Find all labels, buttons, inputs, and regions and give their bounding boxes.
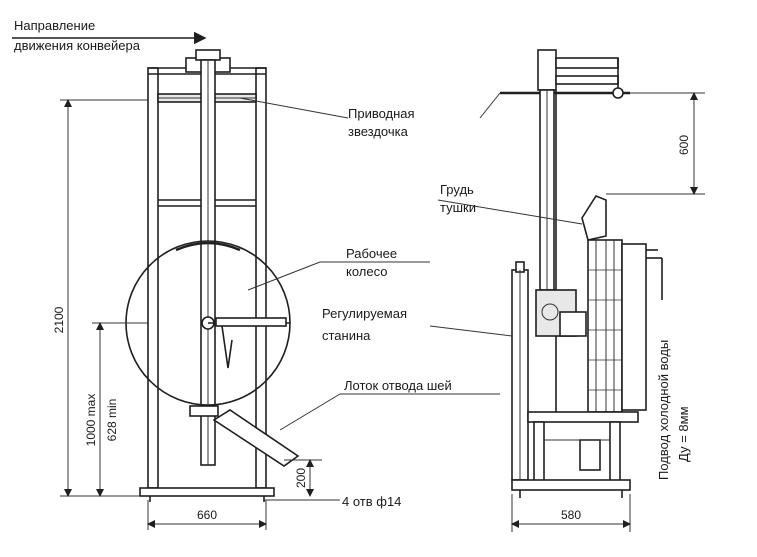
work-wheel-front: [125, 240, 291, 406]
label-holes: 4 отв ф14: [342, 494, 401, 509]
dim-side-width: 580: [561, 508, 581, 522]
carcass-breast: [581, 195, 607, 241]
side-view: 600 580 Грудь тушки Подвод холодной воды…: [429, 49, 705, 532]
side-base: [511, 479, 631, 498]
work-wheel-side: [587, 239, 658, 413]
side-leaders: [429, 92, 583, 337]
label-carcass-breast-1: Грудь: [440, 182, 474, 197]
label-conveyor-direction-1: Направление: [14, 18, 95, 33]
label-adjustable-frame-1: Регулируемая: [322, 306, 407, 321]
dimension-total-height: 2100: [52, 99, 148, 497]
label-carcass-breast-2: тушки: [440, 200, 476, 215]
dim-sprocket-offset: 600: [677, 135, 691, 155]
label-cold-water-1: Подвод холодной воды: [656, 340, 671, 480]
dim-tray-height: 200: [294, 468, 308, 488]
adjustable-frame-side: [511, 261, 529, 481]
label-drive-sprocket-2: звездочка: [348, 124, 409, 139]
label-neck-tray: Лоток отвода шей: [344, 378, 452, 393]
gearbox-side: [535, 289, 587, 337]
dim-front-width: 660: [197, 508, 217, 522]
label-drive-sprocket-1: Приводная: [348, 106, 415, 121]
dim-min-height: 628 min: [105, 399, 119, 442]
dimension-side-width: 580: [511, 494, 631, 532]
label-conveyor-direction-2: движения конвейера: [14, 38, 141, 53]
label-work-wheel-1: Рабочее: [346, 246, 397, 261]
label-cold-water-2: Ду = 8мм: [676, 406, 691, 462]
dimension-wheel-height: 1000 max 628 min: [84, 322, 148, 497]
central-shaft: [200, 59, 216, 466]
label-adjustable-frame-2: станина: [322, 328, 371, 343]
dimension-sprocket-offset: 600: [606, 92, 705, 195]
neck-tray-front: [189, 405, 300, 467]
cold-water-pipe: [646, 257, 663, 300]
dim-max-height: 1000 max: [84, 394, 98, 447]
front-leaders: [239, 97, 500, 501]
dimension-front-width: 660: [147, 500, 267, 530]
front-base: [139, 487, 275, 502]
dimension-tray-height: 200: [284, 459, 322, 497]
side-shaft: [539, 89, 557, 420]
front-view: 2100 1000 max 628 min 200 660: [12, 18, 500, 530]
label-work-wheel-2: колесо: [346, 264, 387, 279]
dim-total-height: 2100: [52, 306, 66, 333]
drive-sprocket-side: [500, 49, 630, 99]
side-lower-structure: [527, 411, 639, 483]
